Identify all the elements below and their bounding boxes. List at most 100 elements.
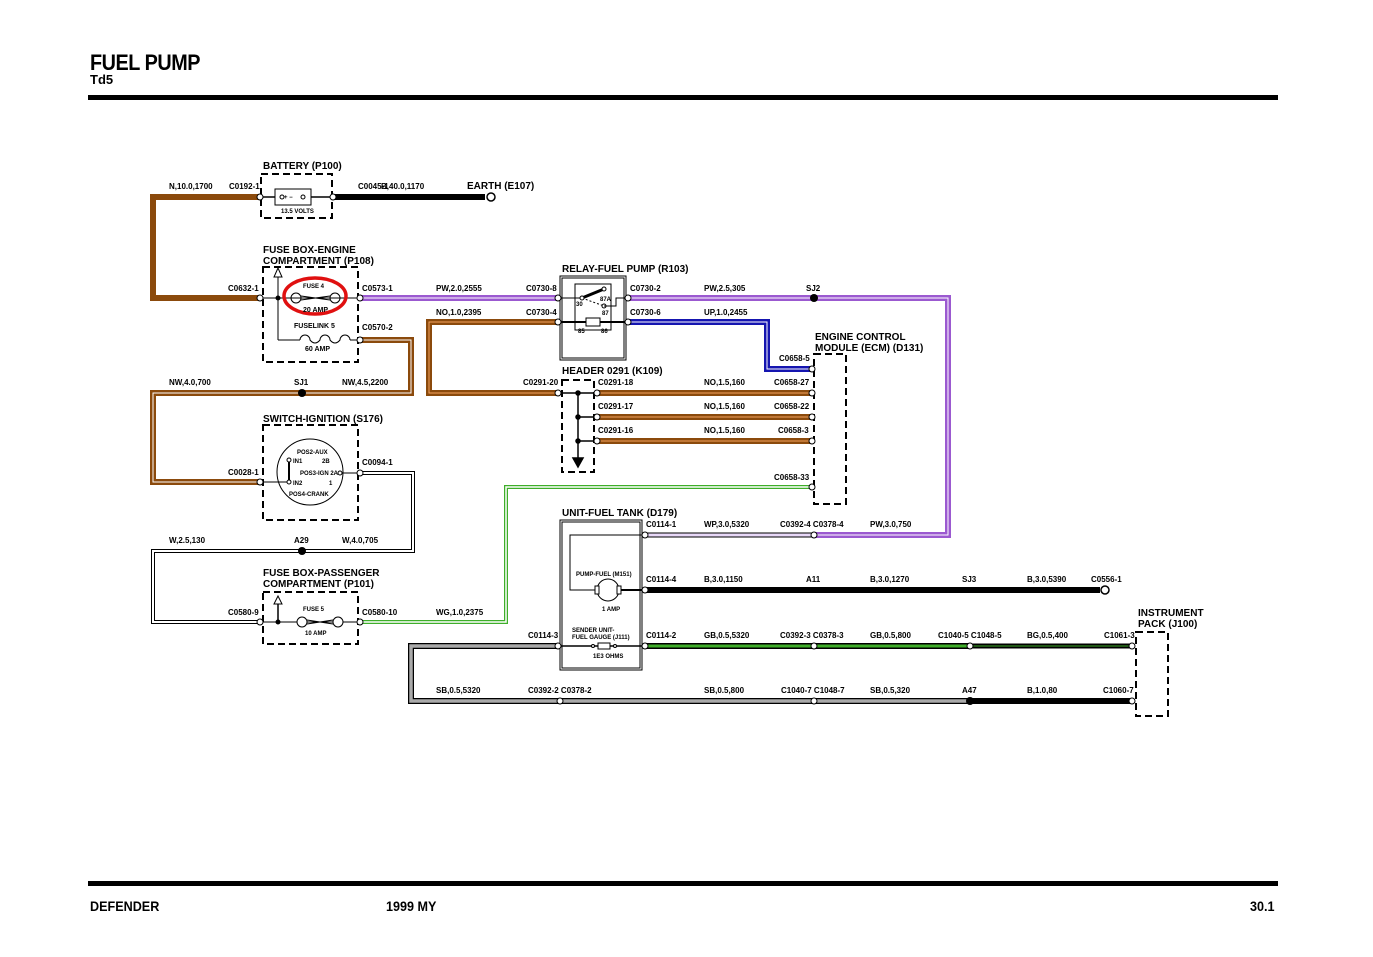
fuel-gauge-sender-icon	[558, 642, 645, 650]
fusebox-passenger-box	[262, 591, 359, 645]
fusebox-pass-title-1: FUSE BOX-PASSENGER	[263, 568, 380, 579]
splice-sj1	[298, 389, 306, 397]
label-c0291-17: C0291-17	[598, 402, 634, 411]
label-c0730-4: C0730-4	[526, 308, 557, 317]
connector-c0580-9	[256, 618, 264, 626]
sender-rating: 1E3 OHMS	[593, 654, 623, 660]
label-c0573-1: C0573-1	[362, 284, 393, 293]
fuel-pump-motor-icon	[569, 534, 645, 602]
ignition-pos4-crank: POS4-CRANK	[289, 492, 329, 498]
label-wire-b-40-1170: B,40.0,1170	[381, 182, 425, 191]
instrument-title-2: PACK (J100)	[1138, 619, 1197, 630]
label-wire-pw-2-2555: PW,2.0,2555	[436, 284, 482, 293]
label-wire-w-2-5-130: W,2.5,130	[169, 536, 206, 545]
ignition-in1: IN1	[293, 459, 303, 465]
connector-c0291-16	[593, 437, 601, 445]
label-wire-no-1-5-160-c: NO,1.5,160	[704, 426, 745, 435]
label-sj2: SJ2	[806, 284, 821, 293]
label-c1040-5-c1048-5: C1040-5 C1048-5	[938, 631, 1002, 640]
footer-page-number: 30.1	[1250, 898, 1275, 914]
fuse-5-label: FUSE 5	[303, 607, 325, 613]
sender-label-1: SENDER UNIT-	[572, 628, 614, 634]
connector-c0570-2	[356, 336, 364, 344]
fuselink-5-label: FUSELINK 5	[294, 323, 335, 330]
label-wire-nw-4-700: NW,4.0,700	[169, 378, 211, 387]
label-wire-no-1-5-160-a: NO,1.5,160	[704, 378, 745, 387]
wire-up-1-2455	[628, 319, 812, 372]
label-c0114-2: C0114-2	[646, 631, 677, 640]
earth-e107-title: EARTH (E107)	[467, 181, 534, 192]
label-c0632-1: C0632-1	[228, 284, 259, 293]
label-wire-w-4-705: W,4.0,705	[342, 536, 379, 545]
label-c0291-16: C0291-16	[598, 426, 634, 435]
label-wire-b-3-1270: B,3.0,1270	[870, 575, 910, 584]
battery-title: BATTERY (P100)	[263, 161, 342, 172]
connector-c0114-1	[641, 531, 649, 539]
label-a11: A11	[806, 575, 821, 584]
label-a47: A47	[962, 686, 977, 695]
page-title: FUEL PUMP	[90, 50, 200, 75]
connector-c0730-6	[624, 318, 632, 326]
relay-title: RELAY-FUEL PUMP (R103)	[562, 264, 689, 275]
label-c0580-9: C0580-9	[228, 608, 259, 617]
footer-model: DEFENDER	[90, 898, 160, 914]
label-wire-sb-0-5-5320: SB,0.5,5320	[436, 686, 481, 695]
label-wire-b-3-5390: B,3.0,5390	[1027, 575, 1067, 584]
label-wire-gb-0-5-800: GB,0.5,800	[870, 631, 911, 640]
fusebox-pass-title-2: COMPARTMENT (P101)	[263, 579, 374, 590]
label-c1040-7-c1048-7: C1040-7 C1048-7	[781, 686, 845, 695]
label-c0114-1: C0114-1	[646, 520, 677, 529]
ignition-switch-icon	[262, 438, 358, 506]
earth-c0556-icon	[1100, 585, 1110, 595]
relay-icon	[558, 283, 628, 331]
label-wire-sb-0-5-320: SB,0.5,320	[870, 686, 911, 695]
label-wire-no-1-2395: NO,1.0,2395	[436, 308, 482, 317]
wire-pw-2-5-305	[628, 295, 951, 538]
connector-c0291-17	[593, 413, 601, 421]
ecm-title-2: MODULE (ECM) (D131)	[815, 343, 923, 354]
label-c0730-2: C0730-2	[630, 284, 661, 293]
svg-text:+ −: + −	[284, 195, 293, 201]
fuel-tank-title: UNIT-FUEL TANK (D179)	[562, 508, 677, 519]
splice-a29	[298, 547, 306, 555]
label-a29: A29	[294, 536, 309, 545]
label-c1060-7: C1060-7	[1103, 686, 1134, 695]
connector-c0291-20	[554, 389, 562, 397]
ignition-in2: IN2	[293, 481, 303, 487]
label-sj1: SJ1	[294, 378, 309, 387]
connector-c0291-18	[593, 389, 601, 397]
connector-c0658-5	[808, 365, 816, 373]
footer-rule	[88, 881, 1278, 886]
fuse-4-rating: 20 AMP	[303, 307, 328, 314]
fuse-4-label: FUSE 4	[303, 284, 325, 290]
wire-n-10-1700	[150, 194, 260, 301]
page-subtitle: Td5	[90, 72, 114, 87]
connector-c1060-7	[1128, 697, 1136, 705]
header-k109-icon	[556, 390, 597, 469]
header-rule	[88, 95, 1278, 100]
battery-icon	[262, 188, 332, 206]
connector-c0658-33	[808, 483, 816, 491]
splice-a47	[966, 697, 974, 705]
ignition-pos1: 1	[329, 481, 333, 487]
label-c0392-3-c0378-3: C0392-3 C0378-3	[780, 631, 844, 640]
header-k109-box	[561, 379, 595, 473]
label-c0556-1: C0556-1	[1091, 575, 1122, 584]
label-c1061-3: C1061-3	[1104, 631, 1135, 640]
ignition-2b: 2B	[322, 459, 330, 465]
ignition-switch-box	[262, 424, 359, 521]
label-wire-nw-4-5-2200: NW,4.5,2200	[342, 378, 389, 387]
relay-pin-87a: 87A	[600, 297, 612, 303]
label-wire-n-10-1700: N,10.0,1700	[169, 182, 213, 191]
fuse-5-icon	[262, 594, 358, 628]
label-c0570-2: C0570-2	[362, 323, 393, 332]
label-wire-bg-0-5-400: BG,0.5,400	[1027, 631, 1068, 640]
ignition-title: SWITCH-IGNITION (S176)	[263, 414, 383, 425]
fuel-pump-rating: 1 AMP	[602, 607, 620, 613]
splice-a11	[811, 587, 817, 593]
label-c0658-5: C0658-5	[779, 354, 810, 363]
label-c0392-2-c0378-2: C0392-2 C0378-2	[528, 686, 592, 695]
connector-c0114-3	[554, 642, 562, 650]
label-c0114-4: C0114-4	[646, 575, 677, 584]
